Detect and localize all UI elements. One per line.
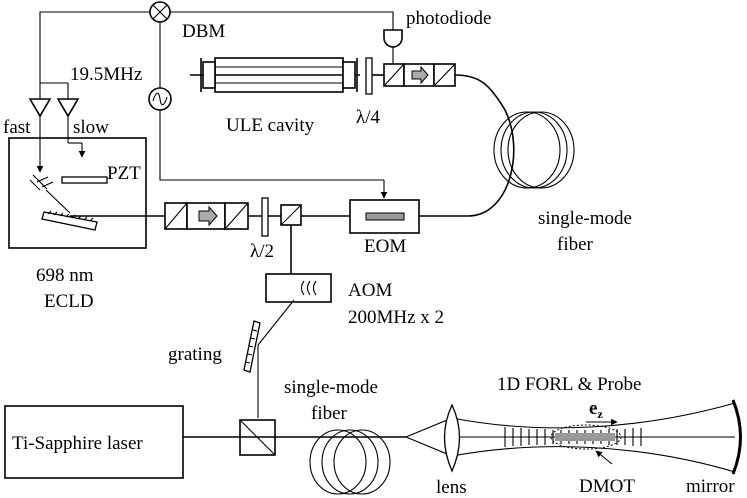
- beam-splitter-upper: [280, 204, 302, 226]
- ecld-label: ECLD: [44, 291, 94, 312]
- slow-label: slow: [73, 117, 109, 138]
- beam-path-main: [70, 74, 515, 217]
- half-waveplate-label: λ/2: [250, 241, 274, 262]
- lattice-beam: [404, 402, 736, 473]
- slow-amplifier-icon: [56, 98, 80, 118]
- fiber-upper-label-2: fiber: [557, 234, 594, 255]
- quarter-waveplate: [365, 57, 373, 95]
- grating-label: grating: [168, 344, 222, 365]
- ule-cavity: [200, 57, 358, 93]
- dbm-mixer-icon: [149, 1, 171, 23]
- ti-sapphire-laser: [4, 405, 184, 479]
- ecld-grating-icon: [41, 210, 98, 231]
- lens-icon: [443, 403, 461, 473]
- half-waveplate: [261, 197, 269, 237]
- optical-isolator-upper: [383, 63, 456, 87]
- ez-label: ez: [589, 398, 603, 421]
- forl-label: 1D FORL & Probe: [497, 374, 641, 395]
- dmot-label: DMOT: [579, 476, 635, 497]
- laser-diode-icon: [29, 174, 54, 191]
- grating-icon: [243, 320, 261, 373]
- photodiode-icon: [383, 29, 403, 48]
- optical-isolator-lower: [164, 202, 249, 230]
- photodiode-label: photodiode: [406, 8, 492, 29]
- rf-frequency-label: 19.5MHz: [70, 64, 142, 85]
- ecld-enclosure: [8, 137, 147, 249]
- ule-cavity-label: ULE cavity: [226, 115, 315, 136]
- fiber-coil-lower: [309, 429, 391, 495]
- eom-label: EOM: [364, 236, 406, 257]
- fiber-lower-label-1: single-mode: [284, 377, 378, 398]
- dmot-arrow: [595, 450, 613, 465]
- rf-oscillator-icon: [148, 87, 172, 111]
- mirror-icon: [731, 399, 742, 475]
- signal-wiring: [36, 11, 394, 199]
- fiber-lower-label-2: fiber: [311, 403, 348, 424]
- ecld-wavelength-label: 698 nm: [36, 265, 94, 286]
- fiber-coil-upper: [493, 111, 575, 189]
- aom-frequency-label: 200MHz x 2: [348, 307, 444, 328]
- beam-splitter-lower: [239, 419, 276, 456]
- fiber-upper-label-1: single-mode: [538, 208, 632, 229]
- mirror-label: mirror: [686, 476, 735, 497]
- lens-label: lens: [436, 477, 467, 498]
- fast-label: fast: [3, 117, 31, 138]
- dmot-region: [550, 424, 622, 450]
- dbm-label: DBM: [182, 21, 225, 42]
- aom-label: AOM: [348, 280, 392, 301]
- pzt-actuator: [61, 176, 108, 184]
- quarter-waveplate-label: λ/4: [356, 107, 380, 128]
- fast-amplifier-icon: [28, 98, 52, 118]
- ti-sapphire-label: Ti-Sapphire laser: [12, 433, 143, 454]
- eom-modulator: [349, 199, 420, 234]
- pzt-label: PZT: [107, 163, 141, 184]
- aom-modulator: [265, 273, 332, 303]
